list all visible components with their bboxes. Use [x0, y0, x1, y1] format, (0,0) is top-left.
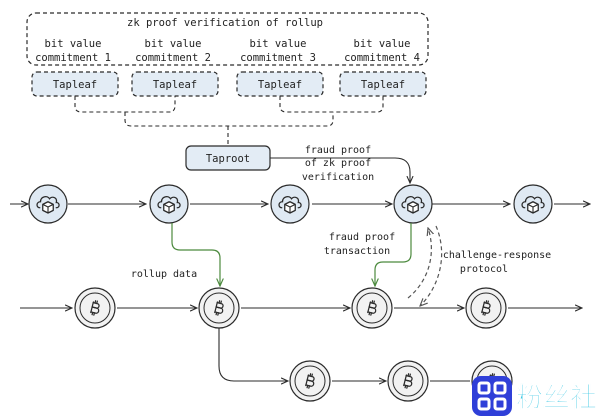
commitment-3-line1: bit value	[250, 38, 307, 50]
fraud-proof-verification-line1: fraud proof	[305, 145, 371, 156]
fraud-proof-verification-line3: verification	[302, 172, 374, 183]
fraud-proof-verification-label: fraud proof of zk proof verification	[302, 145, 374, 183]
challenge-response-label: challenge-response protocol	[443, 250, 551, 275]
rollup-data-arrow	[171, 223, 220, 286]
fraud-proof-transaction-line2: transaction	[324, 246, 390, 257]
commitment-3: bit value commitment 3	[240, 38, 316, 64]
commitment-4-line1: bit value	[354, 38, 411, 50]
rollup-node-3	[270, 184, 310, 224]
rollup-node-2	[149, 184, 189, 224]
commitment-2-line1: bit value	[145, 38, 202, 50]
tapleaf-label-2: Tapleaf	[153, 79, 197, 91]
tapleaf-label-3: Tapleaf	[258, 79, 302, 91]
bitcoin-node-2	[198, 287, 240, 329]
bitcoin-node-4	[465, 287, 507, 329]
fraud-proof-verification-line2: of zk proof	[305, 158, 371, 169]
group-title: zk proof verification of rollup	[127, 17, 323, 29]
commitment-3-line2: commitment 3	[240, 52, 316, 64]
rollup-node-1	[28, 184, 68, 224]
commitment-1-line2: commitment 1	[35, 52, 111, 64]
rollup-data-label: rollup data	[131, 269, 197, 280]
tapleaf-label-4: Tapleaf	[361, 79, 405, 91]
tapleaf-box-2: Tapleaf	[131, 71, 219, 97]
watermark-logo	[472, 376, 512, 416]
bitcoin-node-1	[74, 287, 116, 329]
watermark-logo-icon	[477, 381, 507, 411]
fraud-proof-transaction-line1: fraud proof	[329, 232, 395, 243]
tapleaf-box-4: Tapleaf	[339, 71, 427, 97]
fraud-proof-transaction-label: fraud proof transaction	[324, 232, 395, 257]
taproot-to-fraud-proof-arrow	[270, 157, 410, 183]
zk-proof-verification-group: zk proof verification of rollup	[26, 12, 429, 66]
bitcoin-node-3	[351, 287, 393, 329]
tapleaf-tree-connectors	[74, 96, 384, 146]
commitment-1: bit value commitment 1	[35, 38, 111, 64]
watermark-text: 粉丝社区	[516, 382, 600, 414]
commitment-1-line1: bit value	[45, 38, 102, 50]
tapleaf-box-1: Tapleaf	[31, 71, 119, 97]
commitment-2: bit value commitment 2	[135, 38, 211, 64]
fork-branch-line	[218, 328, 288, 381]
taproot-box: Taproot	[185, 145, 271, 171]
challenge-response-line1: challenge-response	[443, 250, 551, 261]
taproot-label: Taproot	[206, 153, 250, 165]
watermark: 粉丝社区	[472, 376, 600, 416]
challenge-response-line2: protocol	[460, 264, 508, 275]
fraud-proof-transaction-arrow	[375, 223, 412, 286]
commitment-2-line2: commitment 2	[135, 52, 211, 64]
tapleaf-box-3: Tapleaf	[236, 71, 324, 97]
rollup-node-5	[513, 184, 553, 224]
bitcoin-fork-node-1	[289, 360, 331, 402]
commitment-4: bit value commitment 4	[344, 38, 420, 64]
commitment-4-line2: commitment 4	[344, 52, 420, 64]
rollup-node-4	[393, 184, 433, 224]
tapleaf-label-1: Tapleaf	[53, 79, 97, 91]
bitcoin-fork-node-2	[387, 360, 429, 402]
challenge-response-arrows	[407, 225, 443, 306]
